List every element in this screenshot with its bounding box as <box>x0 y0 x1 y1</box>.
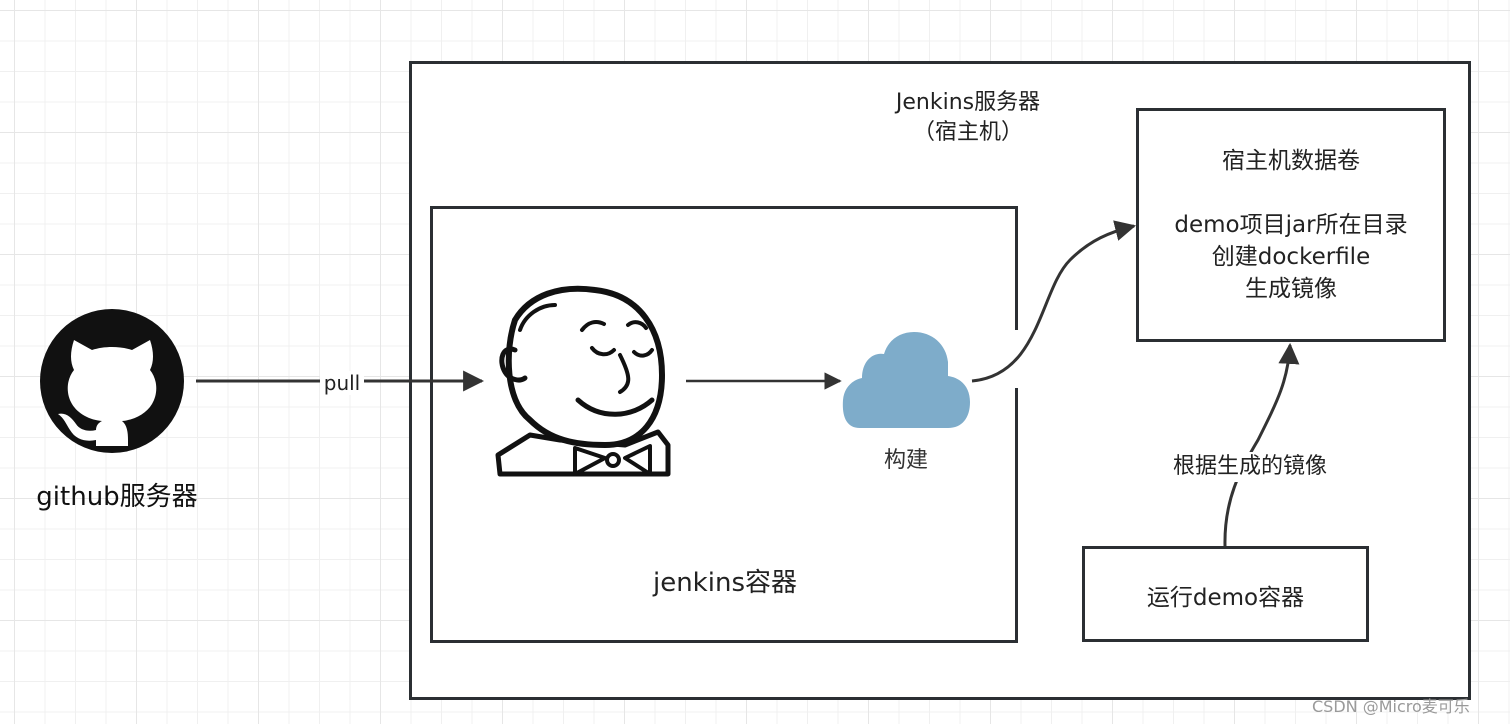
pull-edge-label: pull <box>320 371 364 395</box>
host-volume-line: demo项目jar所在目录 <box>1174 212 1408 238</box>
host-volume-text: 宿主机数据卷 demo项目jar所在目录 创建dockerfile 生成镜像 <box>1136 145 1446 305</box>
github-label: github服务器 <box>36 482 197 512</box>
build-to-volume-edge[interactable] <box>971 220 1137 383</box>
jenkins-butler-icon[interactable] <box>495 285 671 477</box>
generated-image-edge-label: 根据生成的镜像 <box>1150 452 1350 482</box>
run-container-label: 运行demo容器 <box>1146 585 1305 611</box>
host-volume-box[interactable] <box>1136 108 1446 342</box>
cloud-icon[interactable] <box>842 332 970 428</box>
host-volume-line: 创建dockerfile <box>1211 244 1371 270</box>
jenkins-server-title-line2: （宿主机） <box>912 120 1023 145</box>
run-container-box[interactable] <box>1082 546 1369 642</box>
run-to-volume-edge[interactable] <box>1223 342 1300 547</box>
jenkins-container-label: jenkins容器 <box>652 568 797 598</box>
jenkins-server-title: Jenkins服务器 （宿主机） <box>868 88 1068 148</box>
watermark: CSDN @Micro麦可乐 <box>1312 697 1470 716</box>
github-octocat-icon[interactable] <box>40 309 184 453</box>
host-volume-title: 宿主机数据卷 <box>1222 148 1360 174</box>
build-label: 构建 <box>884 448 928 473</box>
host-volume-line: 生成镜像 <box>1245 276 1337 302</box>
jenkins-server-title-line1: Jenkins服务器 <box>895 90 1041 115</box>
